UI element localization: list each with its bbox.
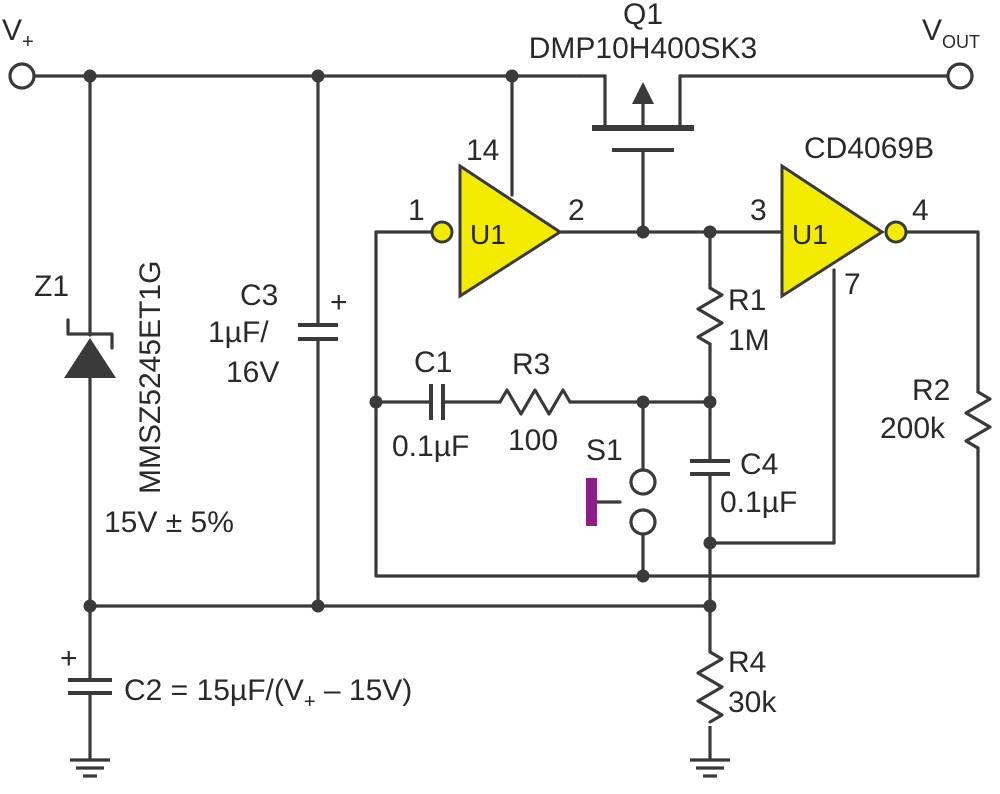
c1-ref-label: C1 (414, 346, 452, 379)
z1-part-label: MMSZ5245ET1G (134, 261, 167, 494)
c3-capacitor (298, 74, 338, 608)
c2-plus: + (60, 642, 78, 675)
r3-ref-label: R3 (512, 348, 550, 381)
c2-label: C2 = 15µF/(V+ – 15V) (124, 674, 412, 713)
r2-value-label: 200k (880, 412, 946, 445)
c4-ref-label: C4 (740, 448, 778, 481)
u1-part-label: CD4069B (804, 132, 934, 165)
c4-capacitor (690, 459, 730, 476)
junction-dots (83, 69, 717, 613)
r3-resistor (498, 388, 712, 416)
c1-value-label: 0.1µF (392, 430, 469, 463)
c3-value-line2: 16V (226, 356, 279, 389)
ground-symbol-r4 (690, 758, 730, 778)
c2-capacitor (68, 604, 112, 760)
u1-inverter-a (430, 163, 563, 299)
r1-ref-label: R1 (728, 284, 766, 317)
pin14-label: 14 (466, 134, 499, 167)
q1-mosfet (578, 74, 694, 234)
vplus-terminal (8, 62, 36, 90)
z1-ref-label: Z1 (34, 270, 69, 303)
pin1-label: 1 (408, 194, 425, 227)
u1b-label: U1 (792, 219, 828, 250)
z1-value-label: 15V ± 5% (104, 506, 234, 539)
vplus-label: V+ (2, 14, 34, 53)
vout-label: VOUT (922, 14, 980, 52)
c4-gap (704, 463, 716, 472)
pin7-wire (708, 268, 836, 545)
vout-terminal (946, 62, 974, 90)
s1-ref-label: S1 (586, 434, 623, 467)
q1-part-label: DMP10H400SK3 (529, 32, 757, 65)
r2-ref-label: R2 (912, 374, 950, 407)
c3-plus: + (330, 286, 348, 319)
u1-inverter-b (780, 163, 908, 299)
pin7-label: 7 (844, 268, 861, 301)
ground-symbol-c2 (70, 758, 110, 778)
q1-ref-label: Q1 (623, 0, 663, 31)
pin4-label: 4 (912, 194, 929, 227)
s1-button-cap (586, 478, 597, 526)
u1a-label: U1 (470, 219, 506, 250)
c4-value-label: 0.1µF (720, 486, 797, 519)
pin3-label: 3 (750, 194, 767, 227)
c3-ref-label: C3 (240, 279, 278, 312)
r4-ref-label: R4 (728, 646, 766, 679)
s1-pushbutton (586, 400, 657, 578)
pin2-label: 2 (568, 194, 585, 227)
r3-value-label: 100 (508, 424, 558, 457)
z1-zener (64, 74, 116, 608)
c1-capacitor (374, 384, 502, 420)
c3-value-line1: 1µF/ (208, 316, 269, 349)
r4-value-label: 30k (728, 686, 777, 719)
r1-value-label: 1M (728, 324, 770, 357)
r4-resistor (696, 650, 724, 726)
